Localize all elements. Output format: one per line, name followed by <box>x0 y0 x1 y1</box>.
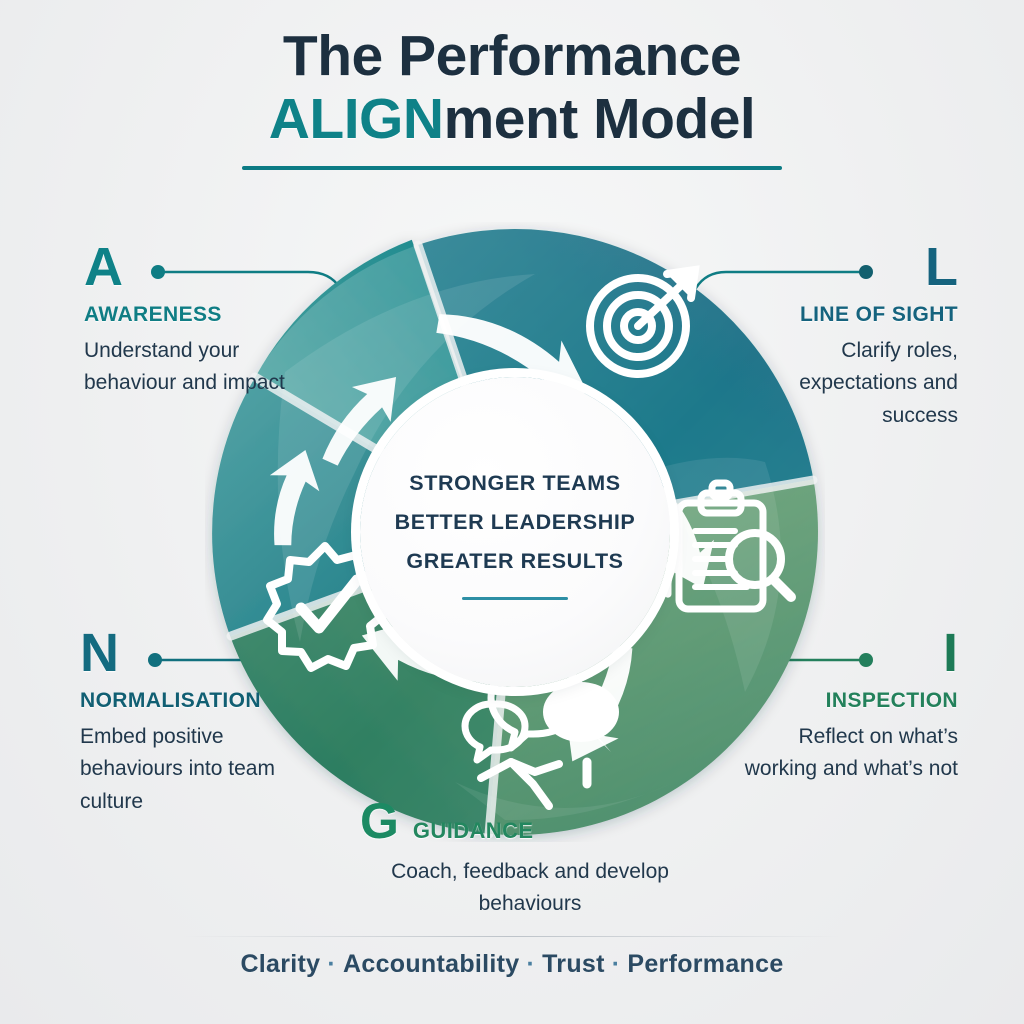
footer-item-performance: Performance <box>627 950 784 978</box>
arrow-left-upper <box>322 376 397 466</box>
hub-divider <box>462 597 568 600</box>
clipboard-magnifier-icon <box>675 479 796 613</box>
footer-values: Clarity·Accountability·Trust·Performance <box>0 950 1024 979</box>
footer-item-clarity: Clarity <box>240 950 321 978</box>
step-name-awareness: AWARENESS <box>84 303 222 327</box>
step-letter-a: A <box>84 237 123 297</box>
footer-item-accountability: Accountability <box>343 950 520 978</box>
step-desc-inspection: Reflect on what’s working and what’s not <box>744 725 958 781</box>
speech-bubbles-handshake-icon <box>461 658 619 810</box>
title-underline <box>242 165 782 170</box>
step-label-awareness: A AWARENESS Understand your behaviour an… <box>84 237 299 400</box>
step-letter-l: L <box>925 237 958 297</box>
title-line-1: The Performance <box>282 24 742 88</box>
center-hub: STRONGER TEAMS BETTER LEADERSHIP GREATER… <box>360 377 670 687</box>
step-label-line-of-sight: L LINE OF SIGHT Clarify roles, expectati… <box>748 237 958 432</box>
arrow-top <box>436 314 588 399</box>
title-accent-align: ALIGN <box>268 87 444 152</box>
title-line-2: ALIGNment Model <box>0 86 1024 153</box>
arrow-left-lower <box>269 449 320 546</box>
step-desc-normalisation: Embed positive behaviours into team cult… <box>80 725 275 813</box>
guidance-heading-row: G GUIDANCE <box>360 793 700 849</box>
step-desc-guidance: Coach, feedback and develop behaviours <box>391 859 669 915</box>
step-letter-g: G <box>360 793 399 849</box>
step-name-line-of-sight: LINE OF SIGHT <box>799 303 958 327</box>
footer-divider <box>182 936 842 937</box>
step-desc-line-of-sight: Clarify roles, expectations and success <box>799 339 958 427</box>
hub-line-2: BETTER LEADERSHIP <box>394 510 636 534</box>
footer-sep-1: · <box>327 950 337 978</box>
hub-line-1: STRONGER TEAMS <box>409 471 621 495</box>
footer-sep-2: · <box>526 950 536 978</box>
step-name-normalisation: NORMALISATION <box>80 689 261 713</box>
footer-item-trust: Trust <box>542 950 605 978</box>
step-name-inspection: INSPECTION <box>825 689 958 713</box>
step-desc-awareness: Understand your behaviour and impact <box>84 339 285 395</box>
footer-sep-3: · <box>611 950 621 978</box>
step-label-normalisation: N NORMALISATION Embed positive behaviour… <box>80 623 315 818</box>
step-label-inspection: I INSPECTION Reflect on what’s working a… <box>743 623 958 786</box>
step-letter-n: N <box>80 623 119 683</box>
step-name-guidance: GUIDANCE <box>412 818 534 843</box>
ring-sheen-bottom <box>455 782 675 821</box>
target-arrow-icon <box>586 265 700 378</box>
step-label-guidance: G GUIDANCE Coach, feedback and develop b… <box>360 793 700 920</box>
alignment-cycle-ring: STRONGER TEAMS BETTER LEADERSHIP GREATER… <box>205 222 825 842</box>
step-letter-i: I <box>942 623 958 683</box>
ring-sheen-left <box>277 274 535 642</box>
title-block: The Performance ALIGNment Model <box>0 26 1024 170</box>
hub-line-3: GREATER RESULTS <box>406 549 624 573</box>
title-rest-ment-model: ment Model <box>443 87 756 152</box>
